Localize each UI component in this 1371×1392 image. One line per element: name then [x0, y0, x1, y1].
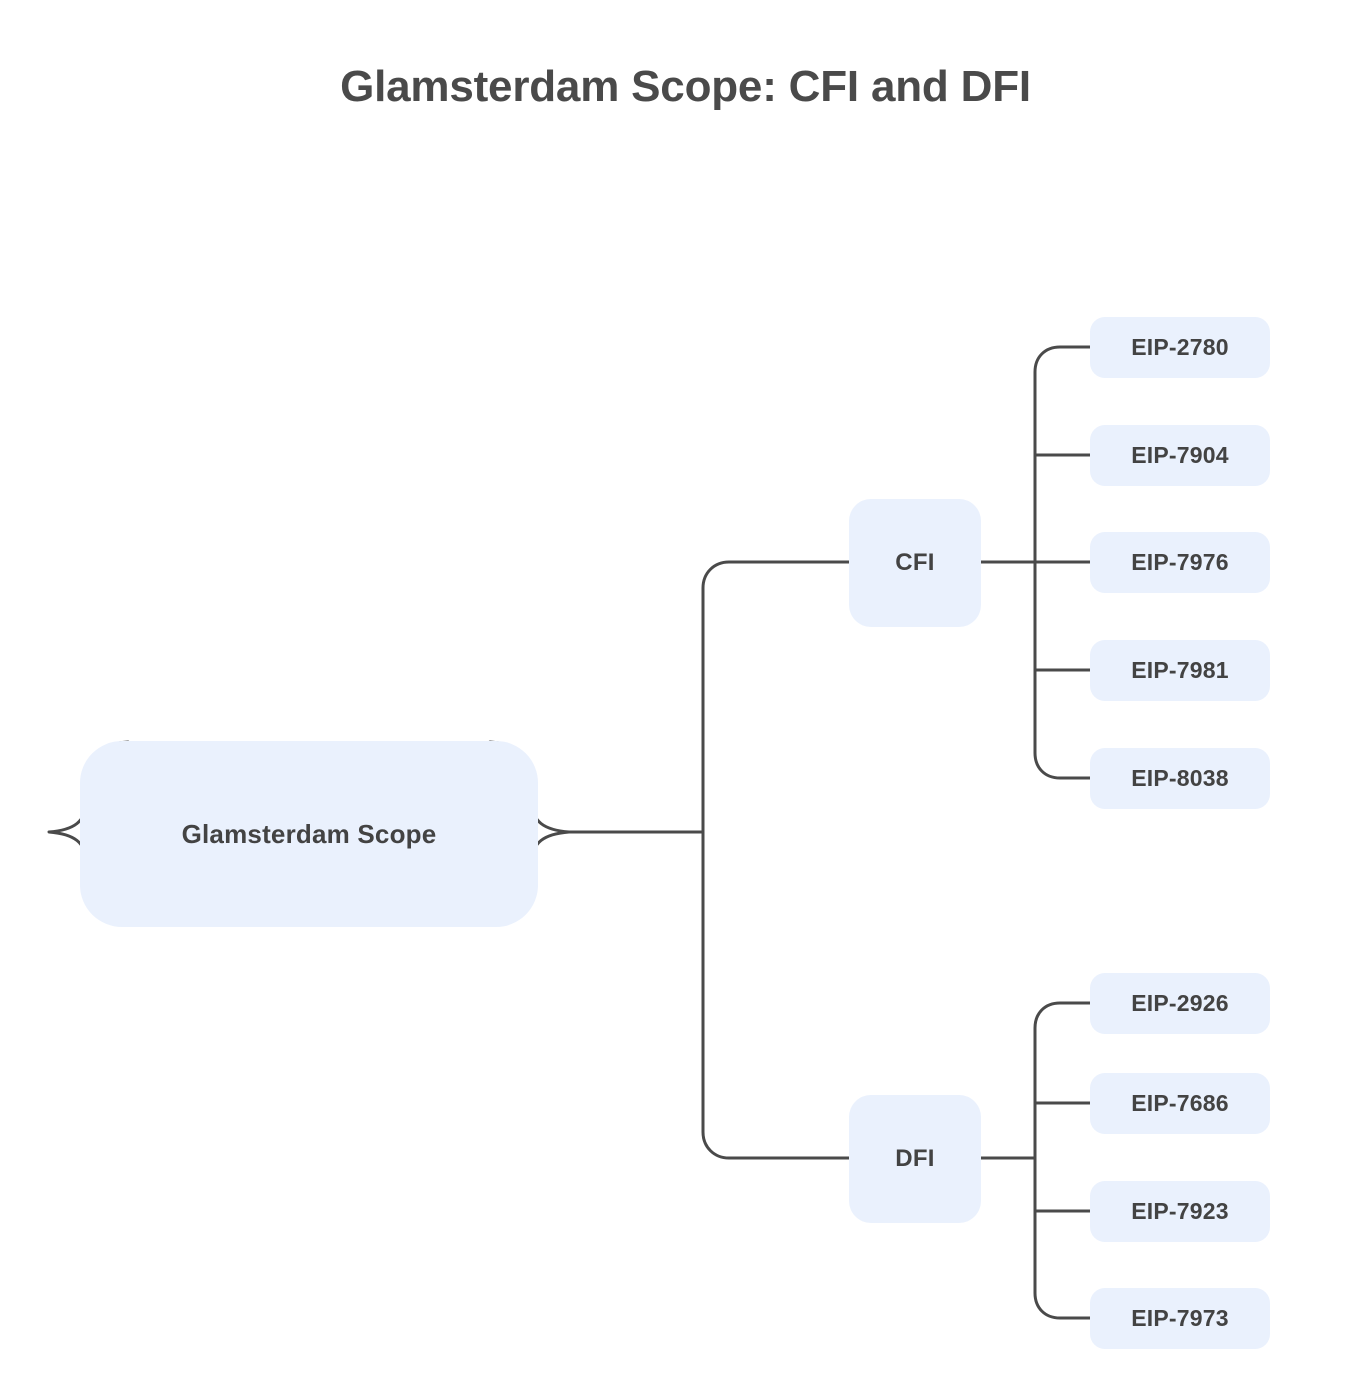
mindmap-leaf-dfi-3[interactable]: EIP-7923	[1090, 1181, 1270, 1242]
mindmap-leaf-cfi-2[interactable]: EIP-7904	[1090, 425, 1270, 486]
mindmap-leaf-dfi-2[interactable]: EIP-7686	[1090, 1073, 1270, 1134]
mindmap-leaf-cfi-4[interactable]: EIP-7981	[1090, 640, 1270, 701]
mindmap-leaf-cfi-1[interactable]: EIP-2780	[1090, 317, 1270, 378]
page-title: Glamsterdam Scope: CFI and DFI	[340, 62, 1031, 111]
mindmap-root-node[interactable]: Glamsterdam Scope	[80, 741, 538, 927]
mindmap-leaf-dfi-1[interactable]: EIP-2926	[1090, 973, 1270, 1034]
mindmap-leaf-cfi-3[interactable]: EIP-7976	[1090, 532, 1270, 593]
cfi-child-spine	[1033, 345, 1092, 780]
mindmap-branch-cfi[interactable]: CFI	[849, 499, 981, 627]
mindmap-leaf-cfi-5[interactable]: EIP-8038	[1090, 748, 1270, 809]
mindmap-leaf-dfi-4[interactable]: EIP-7973	[1090, 1288, 1270, 1349]
mindmap-branch-dfi[interactable]: DFI	[849, 1095, 981, 1223]
main-spine	[701, 560, 851, 1160]
dfi-child-spine	[1033, 1001, 1092, 1320]
